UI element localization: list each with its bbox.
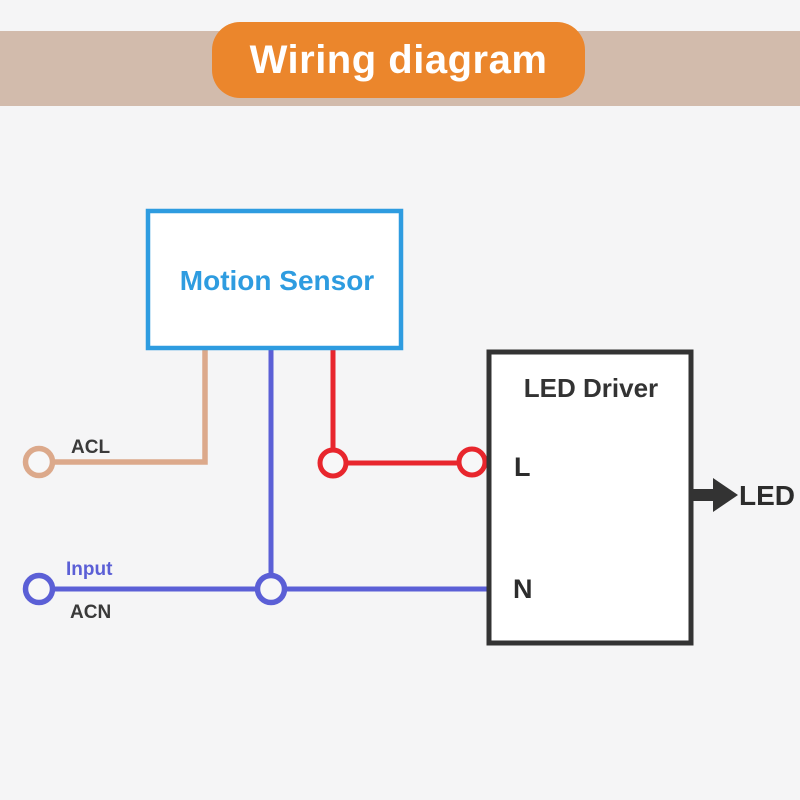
terminal-n-label: N bbox=[513, 574, 533, 604]
switch-circle-red-right bbox=[456, 446, 488, 478]
led-output-label: LED bbox=[739, 480, 795, 511]
wire-acl-tan bbox=[53, 346, 208, 465]
junction-circle-acn bbox=[254, 572, 288, 606]
title-badge: Wiring diagram bbox=[212, 22, 585, 98]
acl-label: ACL bbox=[71, 437, 110, 458]
input-label: Input bbox=[66, 559, 113, 580]
led-output-arrow-icon bbox=[691, 478, 738, 512]
acn-label: ACN bbox=[70, 602, 111, 623]
terminal-circle-acn bbox=[22, 572, 56, 606]
motion-sensor-label: Motion Sensor bbox=[180, 265, 375, 296]
terminal-circle-acl bbox=[22, 445, 56, 479]
terminal-l-label: L bbox=[514, 452, 531, 482]
page-title: Wiring diagram bbox=[249, 37, 548, 82]
led-driver-label: LED Driver bbox=[524, 373, 658, 403]
switch-circle-red-left bbox=[317, 447, 349, 479]
motion-sensor-box bbox=[145, 208, 404, 351]
